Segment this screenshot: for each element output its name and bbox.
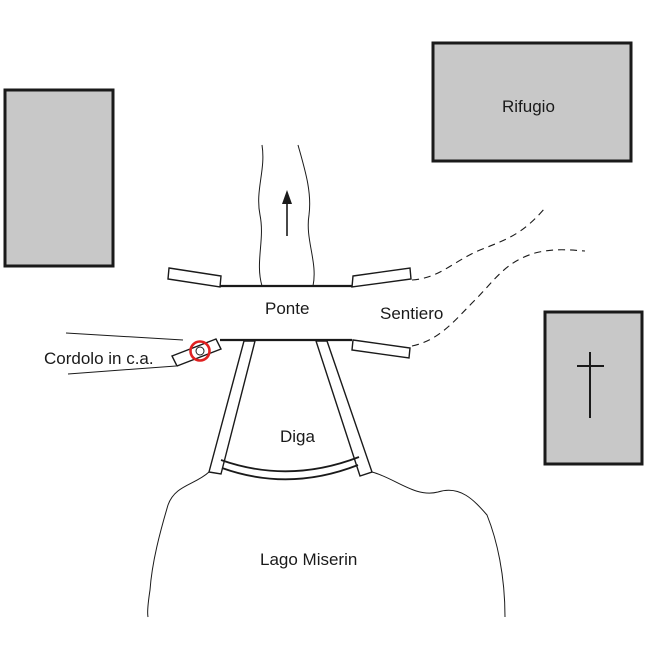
dam-arc xyxy=(220,456,360,481)
dam-walls xyxy=(208,340,373,477)
arrow-up-icon xyxy=(282,190,292,236)
rifugio-label: Rifugio xyxy=(502,97,555,116)
building-rifugio xyxy=(431,41,633,163)
cross-icon xyxy=(577,352,604,418)
abutment-walls xyxy=(167,267,412,359)
sentiero-label: Sentiero xyxy=(380,304,444,323)
bridge-deck xyxy=(220,284,352,342)
cordolo-highlight-circle xyxy=(189,340,211,362)
ponte-label: Ponte xyxy=(265,299,310,318)
cordolo-leader-lines xyxy=(65,332,184,375)
cordolo-label: Cordolo in c.a. xyxy=(44,349,154,368)
cordolo-marker xyxy=(195,346,205,356)
lake-outline xyxy=(147,471,506,618)
trail-paths xyxy=(411,207,586,347)
building-left xyxy=(3,88,115,268)
lago-label: Lago Miserin xyxy=(260,550,358,569)
building-chapel xyxy=(543,310,644,466)
diga-label: Diga xyxy=(280,427,315,446)
stream-banks xyxy=(258,144,315,287)
